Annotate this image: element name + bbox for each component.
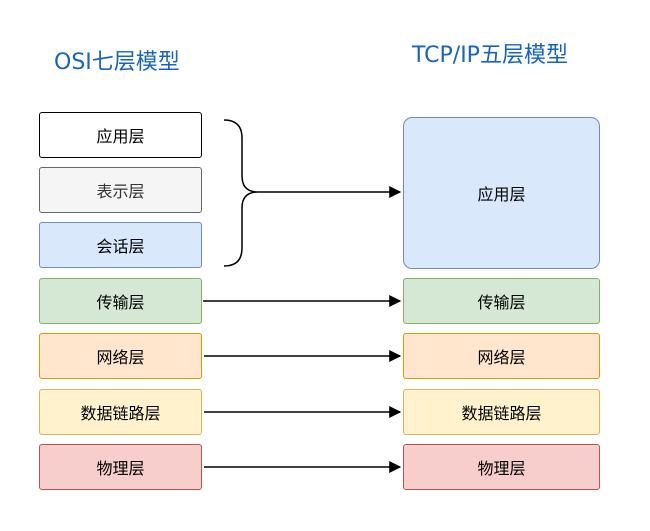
osi-layer-session: 会话层	[39, 222, 202, 268]
osi-layer-presentation: 表示层	[39, 167, 202, 213]
osi-model-title: OSI七层模型	[54, 50, 180, 75]
tcpip-layer-physical: 物理层	[403, 444, 600, 490]
osi-layer-network: 网络层	[39, 333, 202, 379]
osi-layer-data-link: 数据链路层	[39, 389, 202, 435]
upper-layers-brace	[223, 119, 259, 267]
osi-layer-physical: 物理层	[39, 444, 202, 490]
tcpip-model-title: TCP/IP五层模型	[412, 43, 568, 68]
osi-layer-transport: 传输层	[39, 278, 202, 324]
tcpip-layer-application: 应用层	[403, 117, 600, 269]
osi-layer-application: 应用层	[39, 112, 202, 158]
tcpip-layer-data-link: 数据链路层	[403, 389, 600, 435]
tcpip-layer-network: 网络层	[403, 333, 600, 379]
tcpip-layer-transport: 传输层	[403, 278, 600, 324]
